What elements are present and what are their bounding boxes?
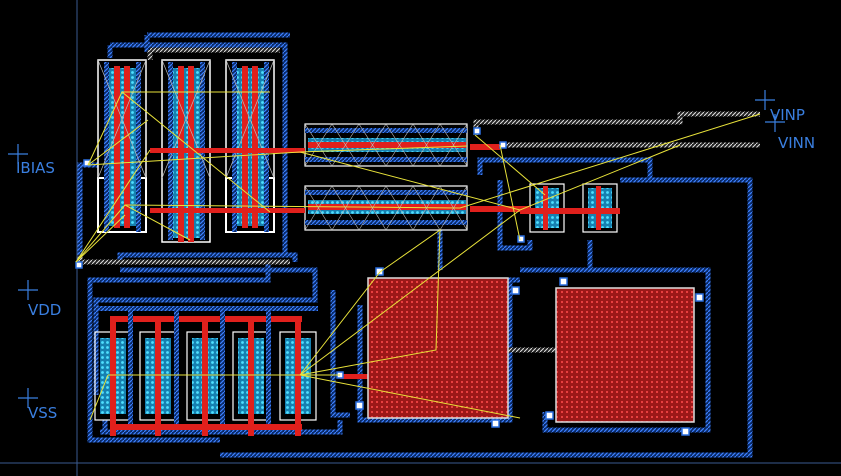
pin-label-vinp: VINP <box>770 106 805 124</box>
load-transistors[interactable] <box>520 183 620 233</box>
poly-routes[interactable] <box>150 144 530 379</box>
pin-label-ibias: IBIAS <box>16 159 55 177</box>
pin-label-vss: VSS <box>28 404 58 422</box>
pin-label-vdd: VDD <box>28 301 62 319</box>
metal2-routing[interactable] <box>77 47 760 353</box>
diff-pair-upper[interactable] <box>304 123 468 167</box>
pin-label-vinn: VINN <box>778 134 816 152</box>
flight-lines <box>75 91 761 421</box>
output-mirror-bank[interactable] <box>94 306 318 436</box>
pin-markers <box>8 90 785 408</box>
metal-routing[interactable] <box>77 32 753 458</box>
compensation-capacitors[interactable] <box>367 277 695 423</box>
